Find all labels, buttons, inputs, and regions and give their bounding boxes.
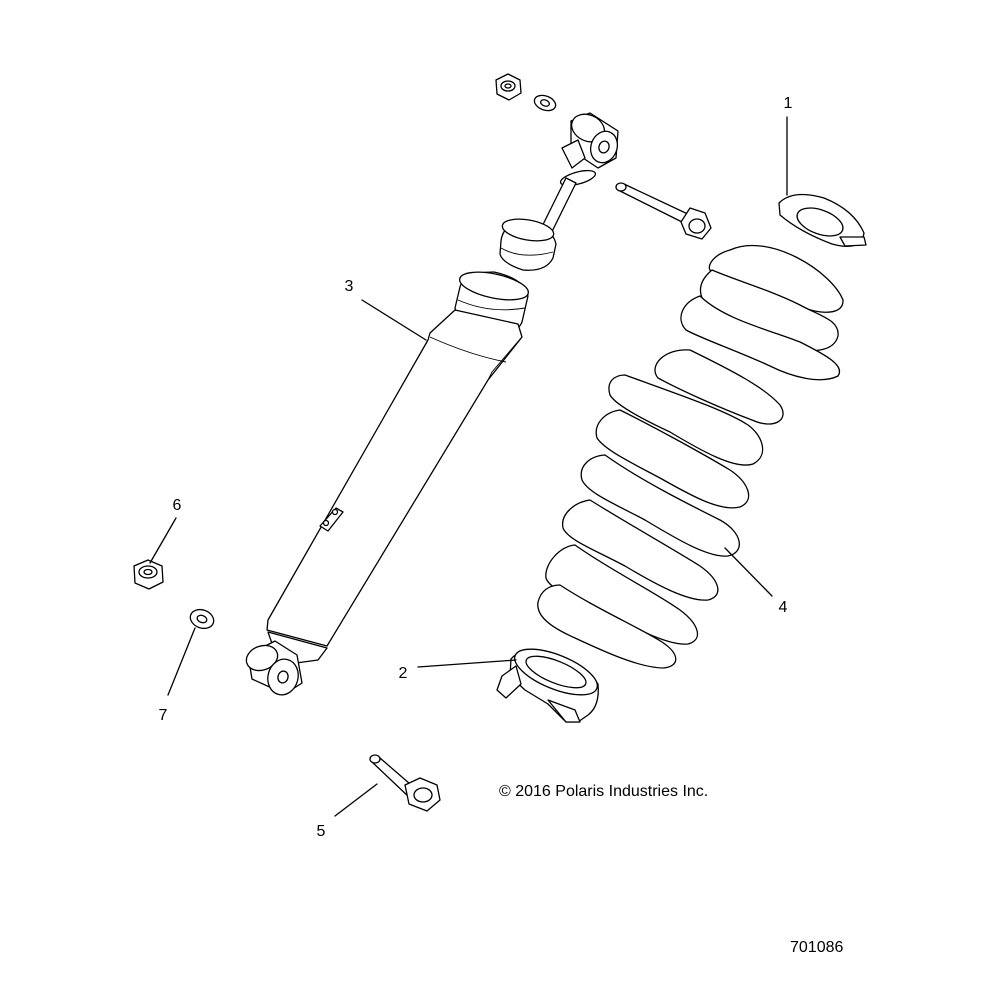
callout-5: 5	[317, 823, 326, 840]
washer	[189, 608, 215, 630]
spring-adjuster	[496, 648, 599, 723]
shock-absorber	[245, 73, 619, 696]
callout-2: 2	[399, 665, 408, 682]
leader-line-5	[334, 783, 378, 817]
callout-4: 4	[779, 599, 788, 616]
leader-line-7	[167, 627, 196, 696]
coil-spring	[537, 244, 844, 669]
spring-retainer	[778, 193, 867, 247]
callout-1: 1	[784, 95, 793, 112]
top-nut	[495, 73, 522, 101]
body-port	[319, 507, 344, 532]
bolt	[369, 754, 441, 812]
shock-body	[266, 309, 523, 647]
copyright-notice: © 2016 Polaris Industries Inc.	[499, 783, 708, 800]
bump-stop	[499, 218, 557, 271]
callout-3: 3	[345, 278, 354, 295]
drawing-number: 701086	[790, 939, 843, 956]
callout-6: 6	[173, 497, 182, 514]
leader-line-3	[361, 299, 427, 341]
leader-line-4	[724, 547, 773, 597]
nut	[133, 559, 164, 590]
leader-line-2	[417, 659, 517, 668]
upper-bolt	[615, 182, 712, 240]
bottom-eyelet	[245, 640, 303, 696]
top-washer	[533, 94, 557, 112]
leader-line-6	[149, 517, 177, 564]
callout-7: 7	[159, 707, 168, 724]
top-eyelet	[561, 112, 619, 169]
